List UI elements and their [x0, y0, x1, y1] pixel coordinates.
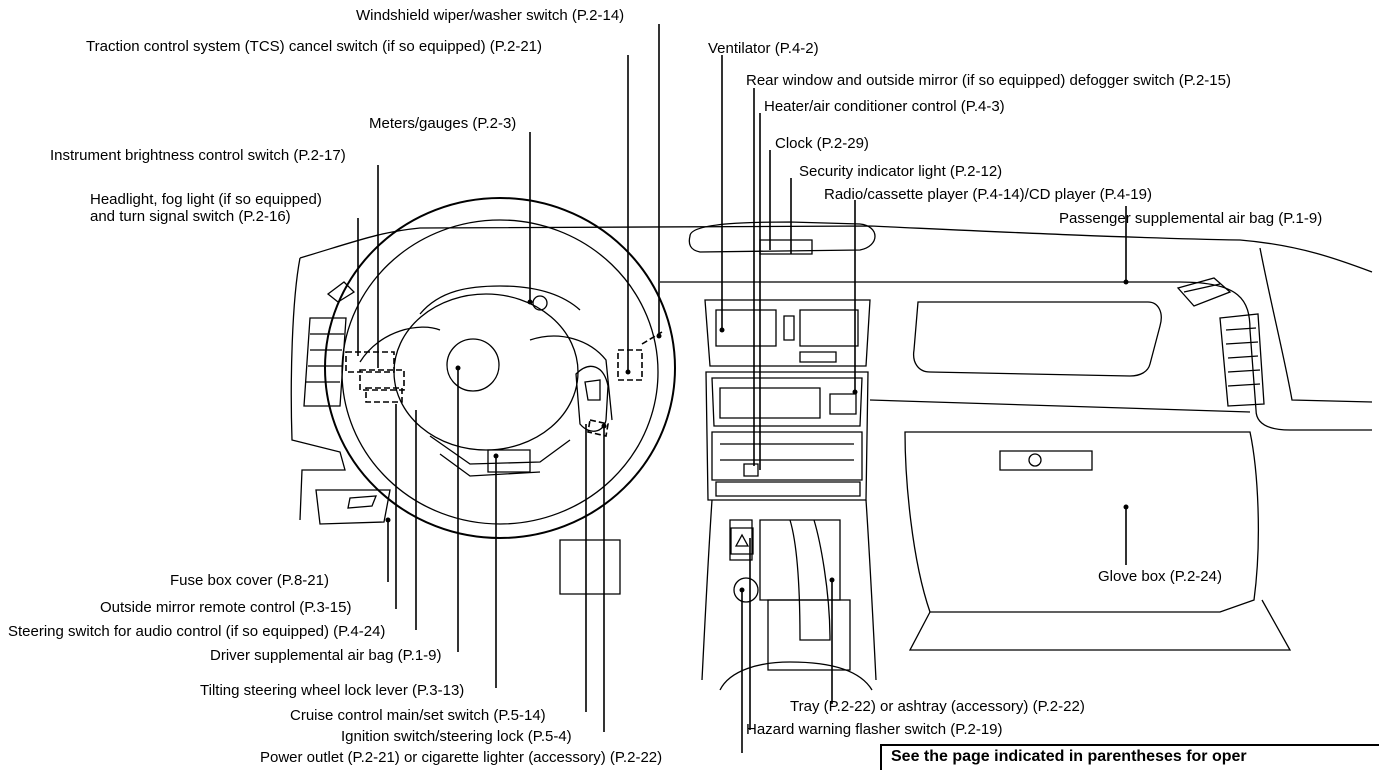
- callout-tray-ashtray: Tray (P.2-22) or ashtray (accessory) (P.…: [790, 698, 1085, 715]
- callout-headlight-line-1: Headlight, fog light (if so equipped): [90, 191, 322, 208]
- callout-brightness-switch: Instrument brightness control switch (P.…: [50, 147, 346, 164]
- callout-defogger-switch: Rear window and outside mirror (if so eq…: [746, 72, 1231, 89]
- callout-steering-audio-switch: Steering switch for audio control (if so…: [8, 623, 386, 640]
- callout-heater-control: Heater/air conditioner control (P.4-3): [764, 98, 1005, 115]
- dashboard-outline: [290, 221, 1373, 651]
- callout-headlight-line-2: and turn signal switch (P.2-16): [90, 208, 291, 225]
- callout-cruise-switch: Cruise control main/set switch (P.5-14): [290, 707, 546, 724]
- callout-driver-airbag: Driver supplemental air bag (P.1-9): [210, 647, 442, 664]
- leader-lines: [357, 24, 1127, 753]
- callout-tilt-lever: Tilting steering wheel lock lever (P.3-1…: [200, 682, 465, 699]
- callout-ignition-switch: Ignition switch/steering lock (P.5-4): [341, 728, 572, 745]
- callout-passenger-airbag: Passenger supplemental air bag (P.1-9): [1059, 210, 1323, 227]
- callout-power-outlet: Power outlet (P.2-21) or cigarette light…: [260, 749, 663, 766]
- callout-wiper-switch: Windshield wiper/washer switch (P.2-14): [356, 7, 625, 24]
- callout-glove-box: Glove box (P.2-24): [1098, 568, 1222, 585]
- callout-ventilator: Ventilator (P.4-2): [708, 40, 819, 57]
- triangle-icon: [734, 533, 750, 547]
- switch-regions: [345, 331, 663, 437]
- callout-hazard-switch: Hazard warning flasher switch (P.2-19): [746, 721, 1003, 738]
- callout-security-light: Security indicator light (P.2-12): [799, 163, 1003, 180]
- callout-meters-gauges: Meters/gauges (P.2-3): [369, 115, 517, 132]
- leader-dots: [385, 279, 1129, 593]
- center-console: [701, 299, 877, 691]
- hazard-button: [730, 527, 754, 555]
- callout-mirror-remote: Outside mirror remote control (P.3-15): [100, 599, 352, 616]
- callout-clock: Clock (P.2-29): [775, 135, 869, 152]
- callout-tcs-cancel-switch: Traction control system (TCS) cancel swi…: [86, 38, 542, 55]
- reference-note: See the page indicated in parentheses fo…: [880, 744, 1379, 770]
- callout-fuse-box-cover: Fuse box cover (P.8-21): [170, 572, 329, 589]
- callout-radio-cd: Radio/cassette player (P.4-14)/CD player…: [824, 186, 1152, 203]
